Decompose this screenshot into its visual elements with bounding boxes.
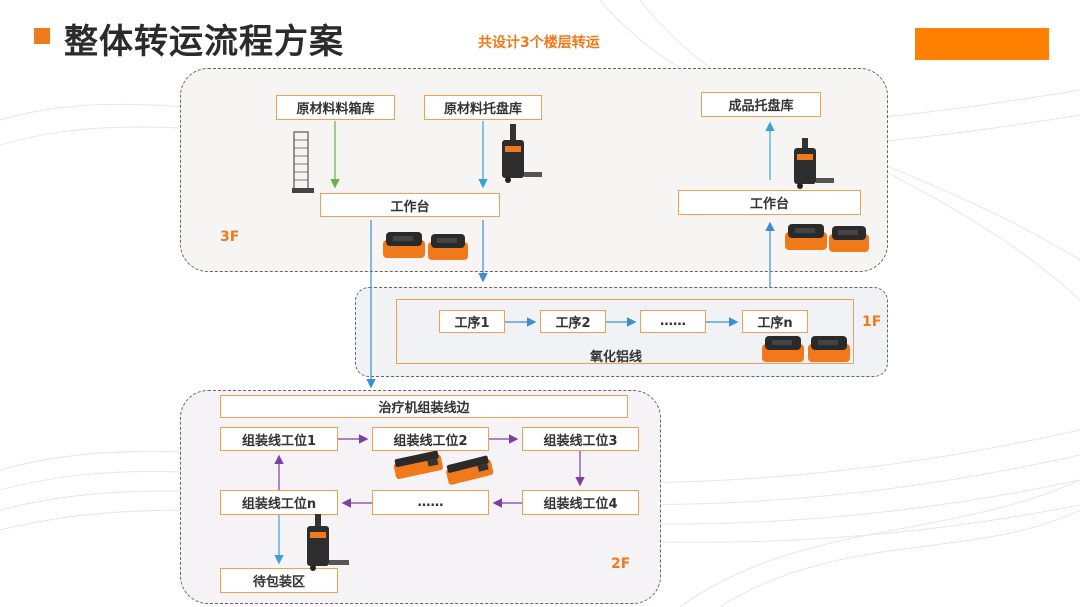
line-side-box: 治疗机组装线边 xyxy=(220,395,628,418)
process-step-2: 工序2 xyxy=(540,310,606,333)
assembly-station-1: 组装线工位1 xyxy=(220,427,338,451)
packing-area-box: 待包装区 xyxy=(220,568,338,593)
product-pallet-store-box: 成品托盘库 xyxy=(701,92,821,117)
process-step-ellipsis: …… xyxy=(640,310,706,333)
alumina-line-panel xyxy=(396,299,854,364)
raw-bin-store-box: 原材料料箱库 xyxy=(276,95,395,120)
floor-3-label: 3F xyxy=(220,229,240,245)
page-title: 整体转运流程方案 xyxy=(64,22,344,62)
page-subtitle: 共设计3个楼层转运 xyxy=(478,35,600,51)
floor-1-label: 1F xyxy=(862,314,882,330)
process-step-n: 工序n xyxy=(742,310,808,333)
assembly-station-n: 组装线工位n xyxy=(220,490,338,515)
process-step-1: 工序1 xyxy=(439,310,505,333)
header-accent-bar xyxy=(915,28,1049,60)
workbench-left-box: 工作台 xyxy=(320,193,500,217)
raw-pallet-store-box: 原材料托盘库 xyxy=(424,95,542,120)
floor-2-label: 2F xyxy=(611,556,631,572)
assembly-station-4: 组装线工位4 xyxy=(522,490,639,515)
assembly-station-2: 组装线工位2 xyxy=(372,427,489,451)
title-bullet-square xyxy=(34,28,50,44)
assembly-station-3: 组装线工位3 xyxy=(522,427,639,451)
alumina-line-label: 氧化铝线 xyxy=(590,350,643,365)
assembly-station-ellipsis: …… xyxy=(372,490,489,515)
workbench-right-box: 工作台 xyxy=(678,190,861,215)
